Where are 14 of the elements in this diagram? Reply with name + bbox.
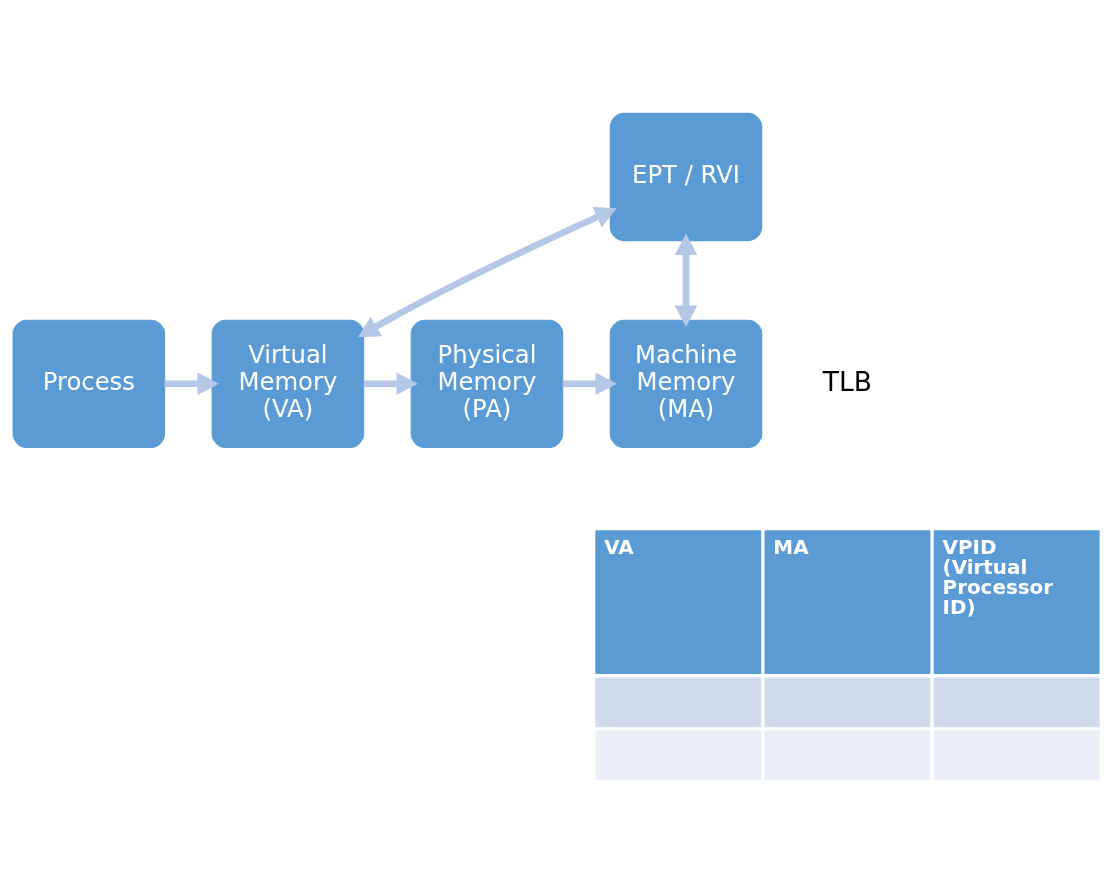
node-box: Machine Memory (MA) <box>609 319 763 448</box>
arrow <box>164 372 219 395</box>
label: VA <box>604 535 634 559</box>
node-box: EPT / RVI <box>609 112 763 241</box>
node-box: Physical Memory (PA) <box>410 319 564 448</box>
node-box: Virtual Memory (VA) <box>211 319 365 448</box>
node-box: Process <box>12 319 166 448</box>
label: MA <box>773 535 809 559</box>
arrow <box>562 372 618 395</box>
arrow <box>674 232 698 327</box>
arrow <box>357 206 617 337</box>
label: TLB <box>822 365 873 397</box>
label: VPID (Virtual Processor ID) <box>942 535 1054 619</box>
arrow <box>363 372 419 395</box>
